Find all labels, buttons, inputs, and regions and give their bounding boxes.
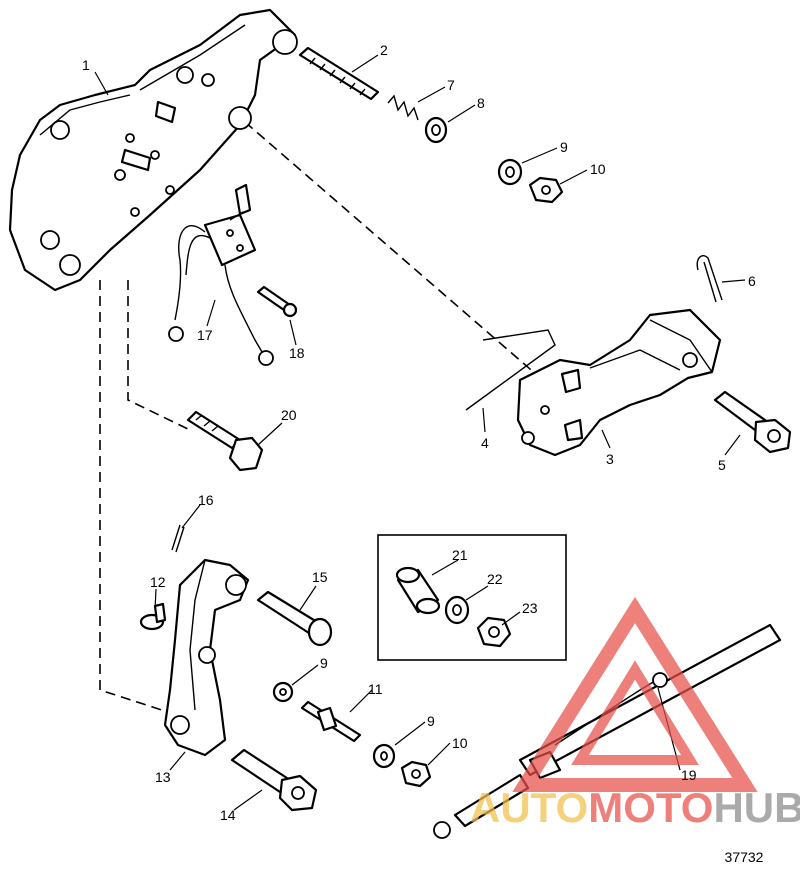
callout-13: 13 (155, 769, 171, 785)
washer-part-9-lower (372, 743, 396, 769)
assembly-dashed-lines (99, 121, 561, 713)
callout-6: 6 (748, 273, 756, 289)
callout-9-middle: 9 (320, 655, 328, 671)
washer-part-9-upper (497, 158, 523, 186)
washer-part-8 (424, 116, 448, 144)
main-bracket-part-1 (8, 8, 298, 292)
callout-15: 15 (312, 569, 328, 585)
callout-10-upper: 10 (590, 161, 606, 177)
cotter-pin-part-16 (171, 524, 185, 553)
shift-lever-part-3 (516, 308, 722, 457)
watermark-moto: MOTO (588, 784, 713, 831)
cotter-pin-part-6 (696, 254, 723, 303)
nut-part-10-upper (528, 176, 564, 204)
bolt-part-20 (186, 410, 264, 472)
watermark-auto: AUTO (470, 784, 588, 831)
nut-part-10-lower (400, 760, 432, 788)
watermark-logo: AUTOMOTOHUB (470, 596, 800, 831)
callout-4: 4 (481, 435, 489, 451)
callout-20: 20 (281, 407, 297, 423)
watermark-hub: HUB (713, 784, 800, 831)
shoulder-bolt-part-14 (230, 748, 318, 812)
callout-16: 16 (198, 492, 214, 508)
wire-link-part-4 (465, 329, 556, 411)
callout-5: 5 (718, 457, 726, 473)
stud-part-11 (300, 700, 362, 743)
callout-8: 8 (477, 95, 485, 111)
callout-22: 22 (487, 571, 503, 587)
callout-9-lower: 9 (427, 713, 435, 729)
callout-17: 17 (197, 327, 213, 343)
callout-23: 23 (522, 600, 538, 616)
callout-2: 2 (380, 42, 388, 58)
callout-12: 12 (150, 574, 166, 590)
callout-7: 7 (447, 77, 455, 93)
stud-part-2 (298, 46, 380, 101)
inset-box (377, 534, 567, 661)
figure-number: 37732 (725, 849, 764, 865)
pin-part-15 (256, 590, 333, 647)
callout-14: 14 (220, 807, 236, 823)
spring-part-7 (387, 94, 419, 121)
screw-part-18 (256, 285, 298, 318)
callout-3: 3 (606, 451, 614, 467)
callout-21: 21 (452, 547, 468, 563)
callout-10-lower: 10 (452, 735, 468, 751)
callout-18: 18 (289, 345, 305, 361)
svg-text:AUTOMOTOHUB: AUTOMOTOHUB (470, 784, 800, 831)
shoulder-bolt-part-5 (713, 390, 792, 454)
callout-labels: 1 2 3 4 5 6 7 8 9 10 9 9 10 11 12 13 14 … (82, 42, 764, 865)
pin-part-12 (139, 602, 167, 631)
switch-assembly-part-17 (168, 183, 274, 366)
callout-1: 1 (82, 57, 90, 73)
callout-11: 11 (368, 681, 383, 697)
callout-19: 19 (681, 767, 697, 783)
lever-part-13 (163, 558, 250, 757)
washer-part-9-middle (272, 681, 294, 703)
callout-9-upper: 9 (560, 139, 568, 155)
